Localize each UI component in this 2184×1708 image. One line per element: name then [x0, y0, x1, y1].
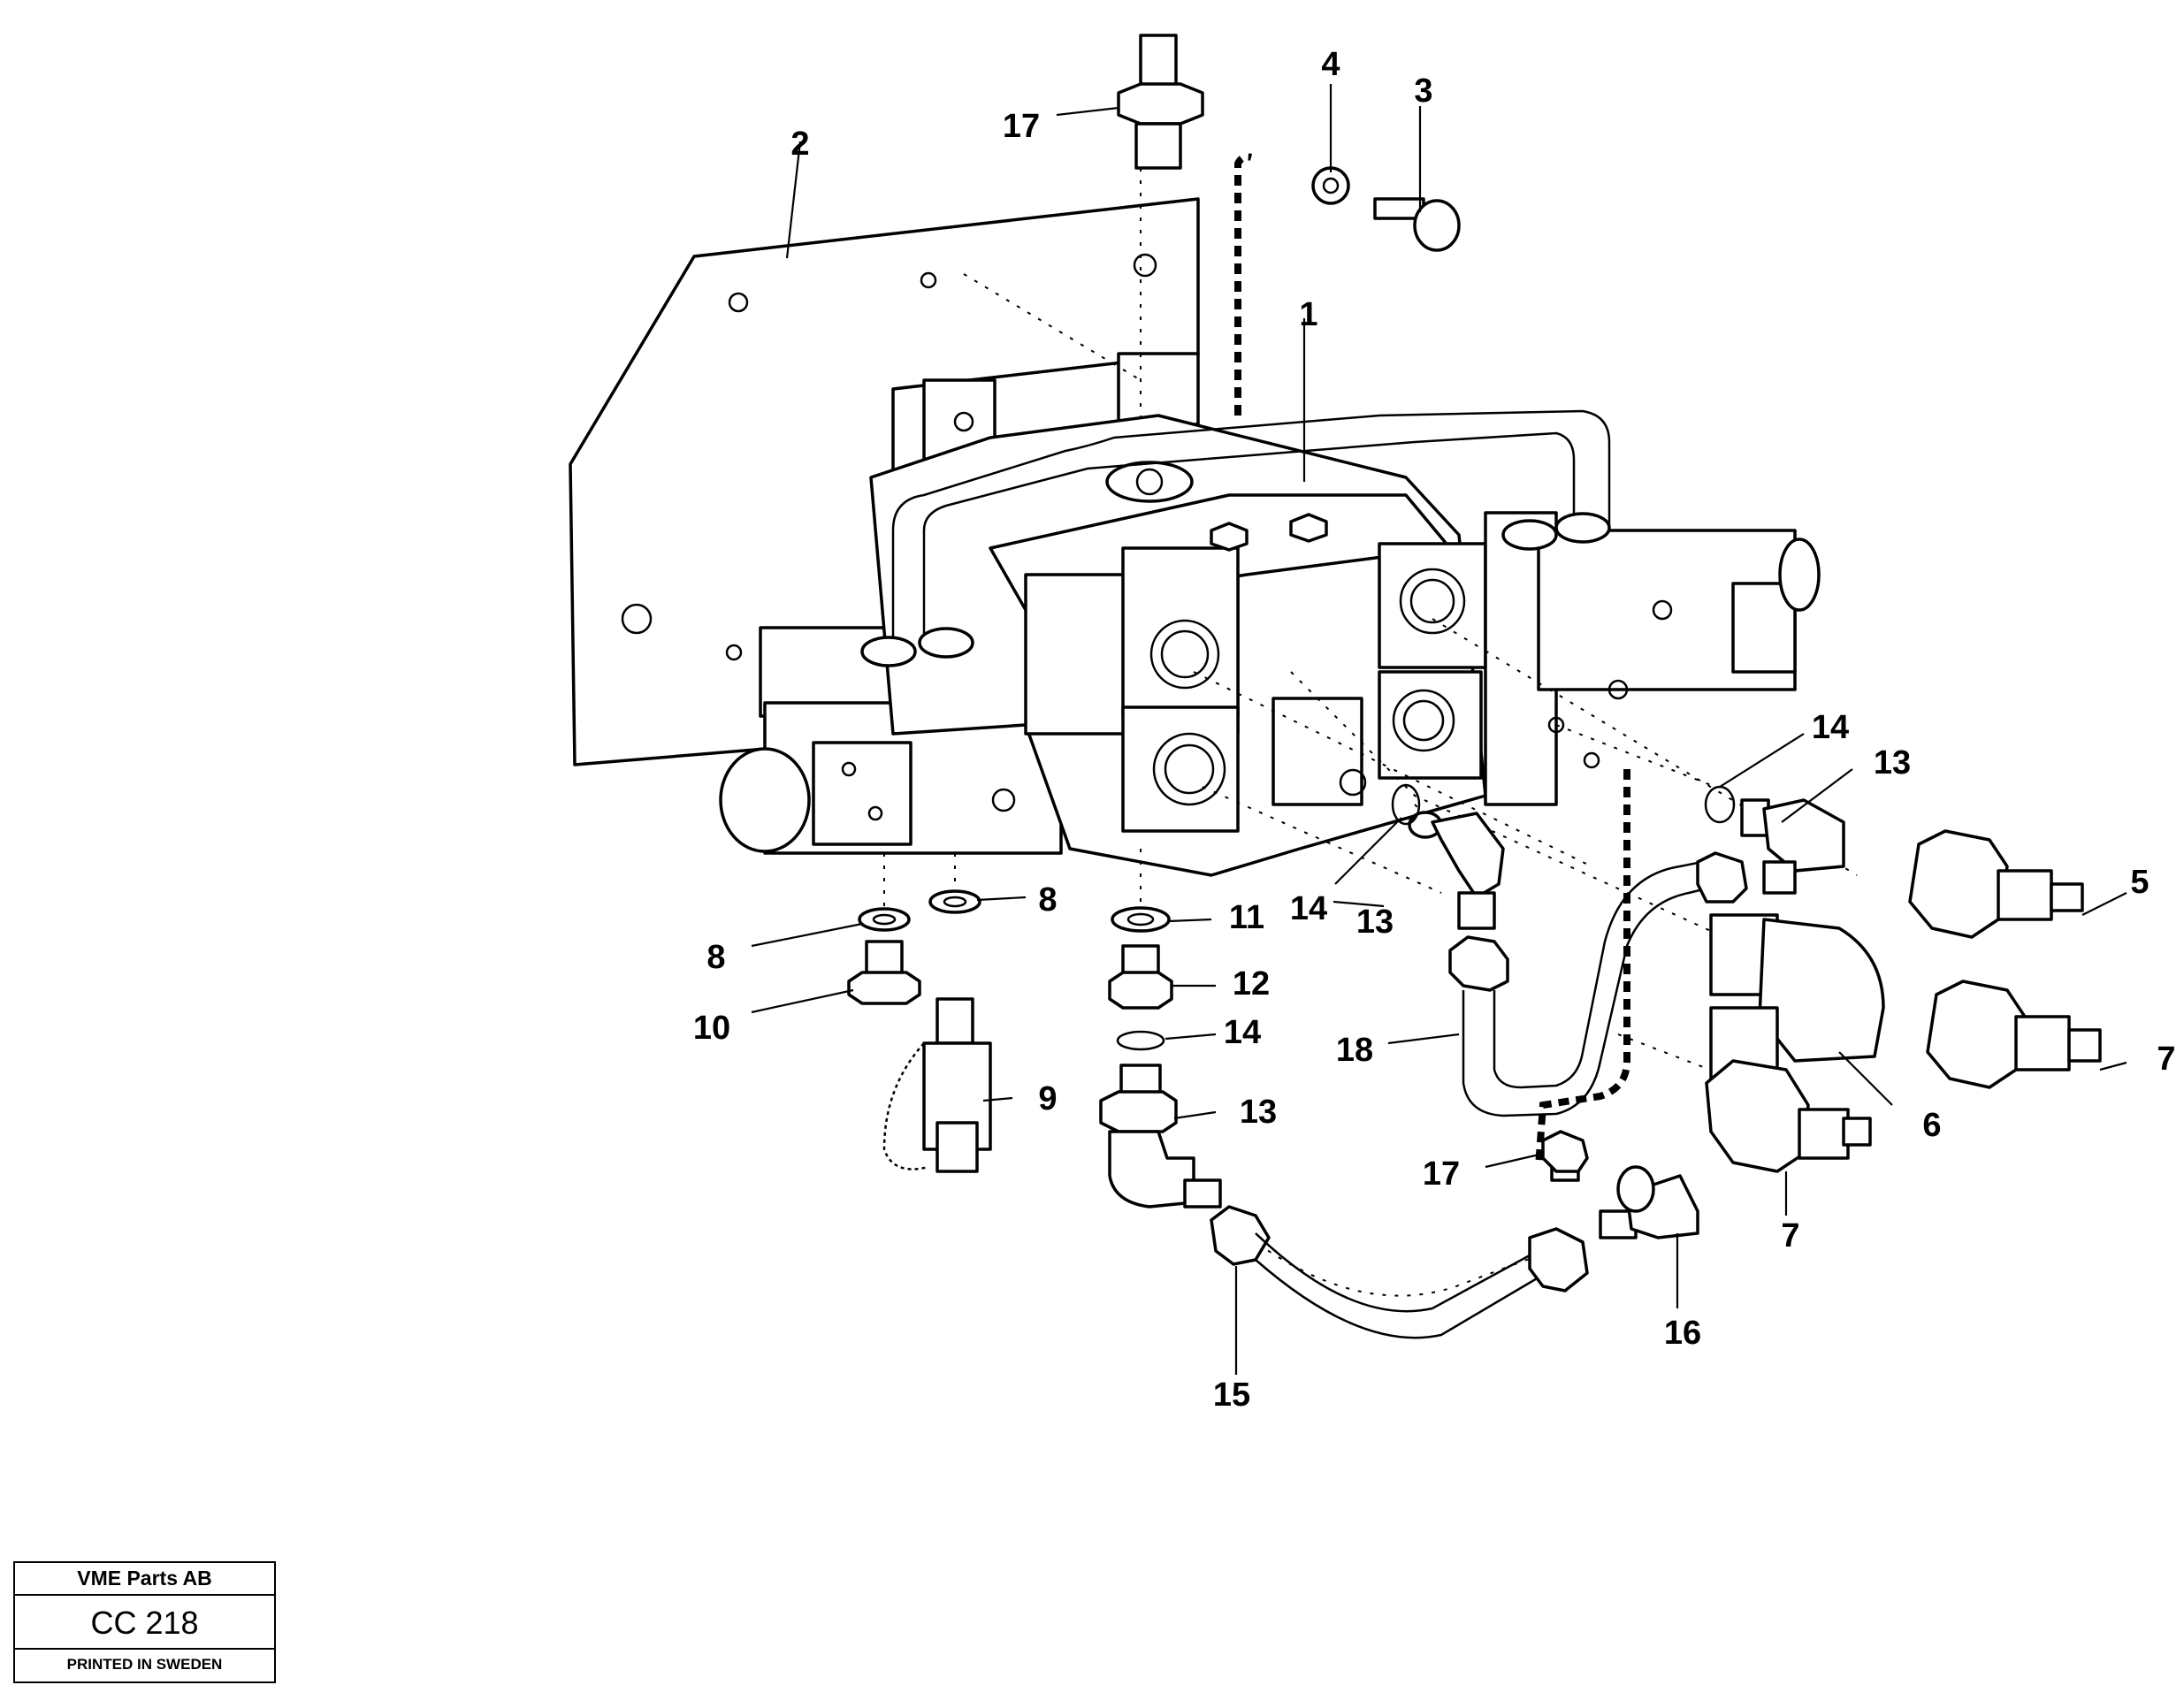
title-block: VME Parts AB CC 218 PRINTED IN SWEDEN — [13, 1561, 276, 1683]
callout-6: 6 — [1922, 1107, 1941, 1144]
fitting-17-lower — [1541, 1130, 1589, 1182]
washer-8-right — [928, 889, 981, 914]
valve-block — [869, 414, 1487, 877]
callout-17-lower: 17 — [1423, 1155, 1460, 1193]
callout-9: 9 — [1038, 1080, 1057, 1117]
fitting-7-lower — [1705, 1059, 1872, 1173]
callout-14-right: 14 — [1812, 709, 1849, 746]
callout-13-middle: 13 — [1356, 904, 1394, 941]
company-name: VME Parts AB — [15, 1563, 274, 1596]
callout-14-lower: 14 — [1224, 1014, 1261, 1051]
o-ring-14-lower — [1116, 1030, 1165, 1051]
callout-2: 2 — [790, 126, 809, 163]
callout-8-right: 8 — [1038, 881, 1057, 919]
callout-7-right: 7 — [2157, 1041, 2175, 1078]
elbow-13-upper — [1740, 798, 1845, 895]
top-tubes — [860, 409, 1611, 667]
fitting-17-top — [1117, 34, 1204, 170]
callout-17-top: 17 — [1003, 108, 1040, 145]
elbow-16 — [1599, 1165, 1699, 1239]
drawing-code: CC 218 — [15, 1596, 274, 1650]
callout-15: 15 — [1213, 1376, 1250, 1414]
elbow-13-middle — [1408, 811, 1505, 930]
callout-8-left: 8 — [706, 939, 725, 976]
callouts: 2 1 17 4 3 14 13 5 7 6 7 14 13 18 17 16 … — [693, 46, 2176, 1414]
callout-7-lower: 7 — [1781, 1217, 1799, 1254]
washer-4 — [1311, 166, 1350, 205]
pipe-15 — [1210, 1205, 1589, 1339]
o-ring-14-middle — [1391, 783, 1421, 826]
fitting-12 — [1108, 944, 1173, 1010]
callout-1: 1 — [1299, 296, 1317, 333]
washer-8-left — [858, 907, 911, 932]
callout-10: 10 — [693, 1010, 730, 1047]
callout-16: 16 — [1664, 1315, 1701, 1352]
right-solenoid — [1484, 511, 1821, 806]
callout-5: 5 — [2130, 864, 2149, 901]
elbow-13-lower — [1099, 1064, 1222, 1209]
printed-note: PRINTED IN SWEDEN — [66, 1656, 223, 1673]
screw-3 — [1373, 197, 1461, 252]
plug-10 — [847, 940, 921, 1005]
callout-4: 4 — [1321, 46, 1340, 83]
callout-13-lower: 13 — [1240, 1094, 1277, 1131]
elbow-6 — [1709, 913, 1885, 1080]
quick-coupling-9 — [882, 997, 992, 1173]
callout-12: 12 — [1233, 965, 1270, 1003]
washer-11 — [1111, 906, 1171, 933]
callout-11: 11 — [1229, 899, 1264, 936]
callout-13-right: 13 — [1874, 744, 1911, 782]
leader-lines — [751, 84, 2127, 1375]
callout-3: 3 — [1414, 72, 1432, 110]
tube-18 — [1448, 851, 1748, 1117]
fitting-7-right — [1926, 980, 2102, 1089]
fitting-5 — [1908, 829, 2084, 939]
callout-14-middle: 14 — [1290, 890, 1327, 927]
callout-18: 18 — [1336, 1032, 1373, 1069]
